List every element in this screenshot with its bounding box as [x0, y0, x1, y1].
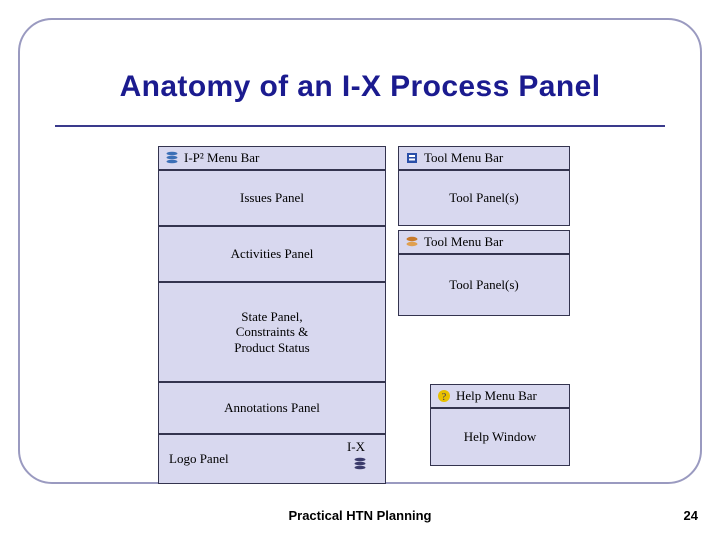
- ip2-menu-bar-label: I-P² Menu Bar: [184, 150, 260, 166]
- question-mark-icon: ?: [437, 389, 451, 403]
- tool-menu-bar-1-label: Tool Menu Bar: [424, 150, 504, 166]
- state-panel[interactable]: State Panel, Constraints & Product Statu…: [158, 282, 386, 382]
- page-number: 24: [683, 508, 698, 523]
- issues-panel-label: Issues Panel: [240, 190, 304, 206]
- logo-panel-label: Logo Panel: [169, 451, 229, 466]
- tool-panels-1[interactable]: Tool Panel(s): [398, 170, 570, 226]
- tool-panels-2[interactable]: Tool Panel(s): [398, 254, 570, 316]
- annotations-panel-label: Annotations Panel: [224, 400, 320, 416]
- blue-square-icon: [405, 151, 419, 165]
- page-title: Anatomy of an I-X Process Panel: [119, 70, 601, 103]
- activities-panel[interactable]: Activities Panel: [158, 226, 386, 282]
- stacked-lines-icon: [165, 151, 179, 165]
- activities-panel-label: Activities Panel: [230, 246, 314, 262]
- help-menu-bar[interactable]: ? Help Menu Bar: [430, 384, 570, 408]
- svg-text:?: ?: [442, 392, 447, 403]
- tool-panels-2-label: Tool Panel(s): [449, 277, 519, 293]
- ix-logo-text: I-X: [346, 439, 365, 454]
- logo-panel[interactable]: Logo Panel I-X: [158, 434, 386, 484]
- issues-panel[interactable]: Issues Panel: [158, 170, 386, 226]
- process-panel-diagram: I-P² Menu Bar Issues Panel Activities Pa…: [158, 142, 578, 485]
- ip2-menu-bar[interactable]: I-P² Menu Bar: [158, 146, 386, 170]
- title-divider: [55, 125, 665, 127]
- logo-panel-content: Logo Panel I-X: [159, 435, 385, 483]
- tool-menu-bar-1[interactable]: Tool Menu Bar: [398, 146, 570, 170]
- orange-disc-icon: [405, 235, 419, 249]
- tool-menu-bar-2-label: Tool Menu Bar: [424, 234, 504, 250]
- annotations-panel[interactable]: Annotations Panel: [158, 382, 386, 434]
- footer-text: Practical HTN Planning: [288, 508, 432, 523]
- help-window[interactable]: Help Window: [430, 408, 570, 466]
- help-menu-bar-label: Help Menu Bar: [456, 388, 537, 404]
- stacked-lines-icon: [353, 457, 367, 471]
- tool-panels-1-label: Tool Panel(s): [449, 190, 519, 206]
- tool-menu-bar-2[interactable]: Tool Menu Bar: [398, 230, 570, 254]
- help-window-label: Help Window: [463, 429, 537, 445]
- state-panel-label: State Panel, Constraints & Product Statu…: [234, 309, 310, 355]
